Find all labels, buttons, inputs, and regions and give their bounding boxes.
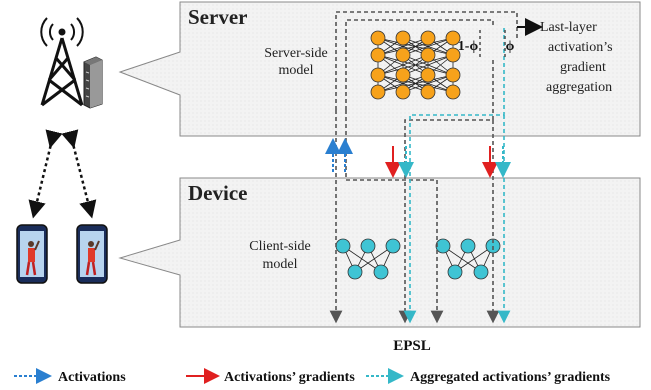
client-network-node xyxy=(435,238,451,254)
aggregated-gradient-arrows xyxy=(398,146,511,178)
network-edge xyxy=(442,245,482,273)
aggregation-label-line2: activation’s xyxy=(548,40,613,55)
phi-complement-label: 1-ϕ xyxy=(458,39,479,54)
client-network-node xyxy=(473,264,489,280)
network-edge xyxy=(342,245,382,273)
smartphone-icon xyxy=(16,224,48,284)
aggregation-label-line1: Last-layer xyxy=(540,20,597,35)
aggregation-label-line3: gradient xyxy=(560,60,606,75)
cell-tower-icon xyxy=(40,17,84,107)
server-title: Server xyxy=(188,5,247,29)
server-network-node xyxy=(445,67,461,83)
activation-arrows xyxy=(325,138,353,172)
legend-aggregated-label: Aggregated activations’ gradients xyxy=(410,370,611,385)
gradient-arrows xyxy=(385,146,498,178)
smartphone-icon xyxy=(76,224,108,284)
server-network-node xyxy=(445,47,461,63)
client-network-node xyxy=(460,238,476,254)
device-panel xyxy=(118,177,641,328)
network-edge xyxy=(402,37,454,56)
server-network-node xyxy=(395,67,411,83)
server-model-label-line1: Server-side xyxy=(264,46,327,61)
legend-gradients-label: Activations’ gradients xyxy=(224,370,355,385)
server-network-node xyxy=(370,47,386,63)
server-network-node xyxy=(370,30,386,46)
network-edge xyxy=(377,37,454,56)
aggregated-gradient-routes xyxy=(403,28,511,324)
network-edge xyxy=(454,245,494,273)
network-edge xyxy=(402,74,454,93)
server-network-node xyxy=(420,67,436,83)
server-network-node xyxy=(395,84,411,100)
server-model-label-line2: model xyxy=(279,63,314,78)
network-edge xyxy=(377,54,454,76)
client-network-node xyxy=(347,264,363,280)
server-network-node xyxy=(370,67,386,83)
client-network-node xyxy=(385,238,401,254)
server-network-node xyxy=(395,47,411,63)
client-network-node xyxy=(360,238,376,254)
client-network-node xyxy=(447,264,463,280)
server-rack-icon xyxy=(83,56,103,109)
server-network-node xyxy=(420,30,436,46)
device-title: Device xyxy=(188,181,247,205)
phi-label: ϕ xyxy=(506,39,515,54)
server-network-node xyxy=(445,30,461,46)
server-network-node xyxy=(420,47,436,63)
client-model-label-line2: model xyxy=(263,257,298,272)
server-neural-network xyxy=(370,30,461,100)
aggregation-label-line4: aggregation xyxy=(546,80,612,95)
client-neural-network xyxy=(335,238,401,280)
server-network-node xyxy=(420,84,436,100)
network-edge xyxy=(354,245,394,273)
wireless-links xyxy=(28,129,97,219)
server-network-node xyxy=(395,30,411,46)
client-network-node xyxy=(373,264,389,280)
network-edge xyxy=(402,54,454,76)
legend-activations-label: Activations xyxy=(58,370,126,385)
network-edge xyxy=(377,37,429,56)
server-network-node xyxy=(445,84,461,100)
server-network-node xyxy=(370,84,386,100)
client-neural-network xyxy=(435,238,501,280)
network-edge xyxy=(377,54,429,76)
aggregation-bars xyxy=(479,30,506,58)
client-network-node xyxy=(335,238,351,254)
legend: Activations Activations’ gradients Aggre… xyxy=(14,368,611,385)
network-edge xyxy=(377,74,429,93)
network-edge xyxy=(377,74,454,93)
client-model-label-line1: Client-side xyxy=(249,239,310,254)
caption-epsl: EPSL xyxy=(393,338,431,354)
